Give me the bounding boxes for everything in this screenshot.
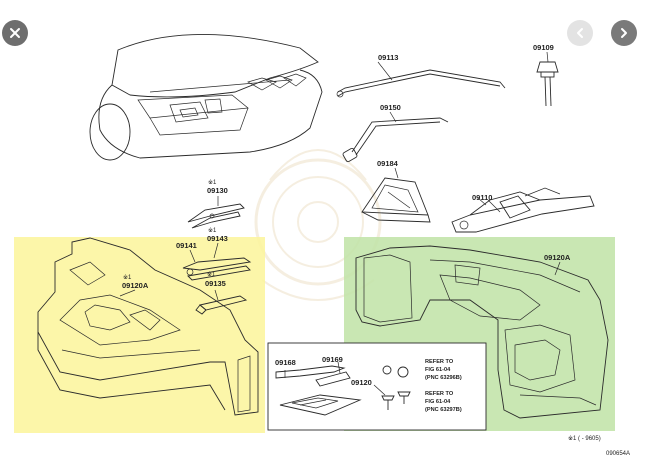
label-09169: 09169 [322,355,343,364]
ref2-line3: (PNC 63297B) [425,407,462,413]
mark-09135: ※1 [207,271,216,278]
label-09135: 09135 [205,279,226,288]
drawing-number: 090654A [606,451,630,457]
label-09109: 09109 [533,43,554,52]
label-09168: 09168 [275,358,296,367]
ref1-line1: REFER TO [425,359,454,365]
label-09184: 09184 [377,159,399,168]
mark-09120A-left: ※1 [123,274,132,281]
mark-09130: ※1 [208,179,217,186]
chevron-left-icon [577,28,583,38]
next-image-button[interactable] [611,20,637,46]
ref1-line2: FIG 61-04 [425,367,451,373]
label-09110: 09110 [472,193,492,202]
part-09110-jack [451,187,595,233]
label-09141: 09141 [176,241,197,250]
label-09150: 09150 [380,103,401,112]
part-09130-pliers [187,196,245,229]
part-09141-09143-tools [182,242,252,281]
part-09135-tool [195,289,248,315]
chevron-right-icon [621,28,627,38]
watermark-seal [254,149,382,301]
label-09113: 09113 [378,53,398,62]
label-09130: 09130 [207,186,228,195]
label-09120: 09120 [351,378,372,387]
ref1-line3: (PNC 63296B) [425,375,462,381]
highlight-left-tray [14,237,265,433]
mark-09143: ※1 [208,227,217,234]
label-09143: 09143 [207,234,228,243]
label-09120A-left: 09120A [122,281,149,290]
part-09184-chock [361,167,431,223]
previous-image-button[interactable] [567,20,593,46]
inset-box [267,342,487,431]
part-09109-bolt [536,51,559,107]
footnote: ※1 ( - 9605) [568,435,601,442]
label-09120A-right: 09120A [544,253,571,262]
car-illustration [89,34,323,161]
part-09120A-right-tray [355,245,609,419]
ref2-line2: FIG 61-04 [425,399,451,405]
part-09120A-left-tray [37,237,259,416]
part-09150-wrench [342,111,449,163]
ref2-line1: REFER TO [425,391,454,397]
close-icon [10,28,20,38]
part-09113-handle [336,61,506,98]
close-button[interactable] [2,20,28,46]
